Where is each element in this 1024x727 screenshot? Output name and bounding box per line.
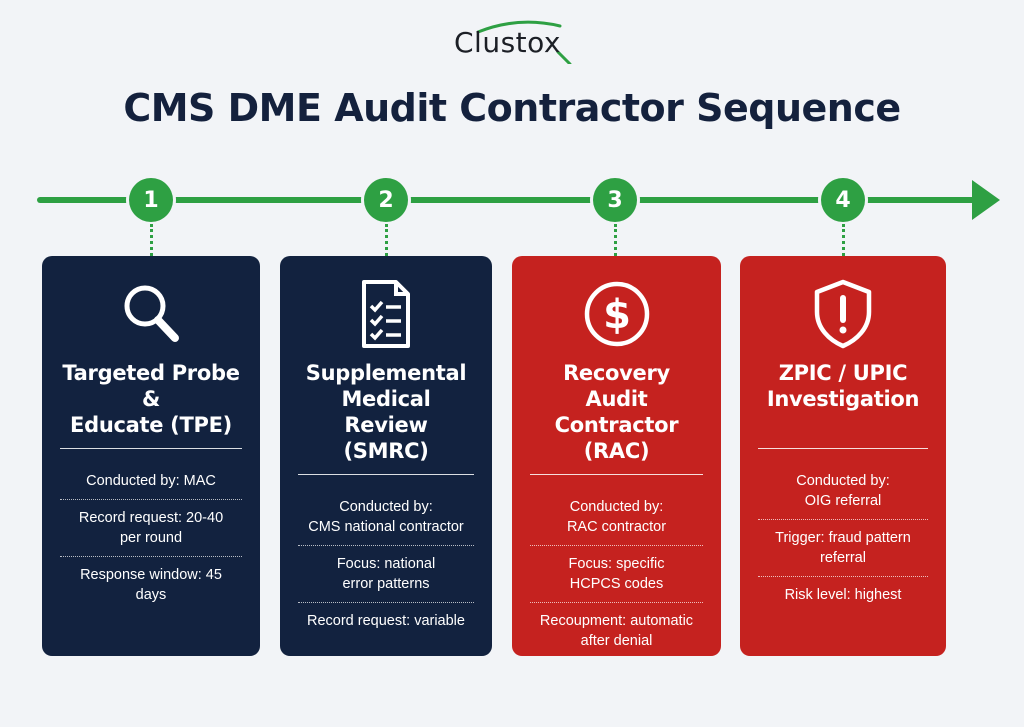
fact-item: Recoupment: automatic after denial (530, 602, 703, 659)
step-connector (614, 224, 617, 256)
step-connector (842, 224, 845, 256)
step-connector (385, 224, 388, 256)
fact-list: Conducted by: MAC Record request: 20-40 … (60, 463, 242, 613)
fact-item: Focus: national error patterns (298, 545, 474, 602)
step-card-upic: ZPIC / UPIC Investigation Conducted by: … (740, 256, 946, 656)
fact-item: Response window: 45 days (60, 556, 242, 613)
fact-item: Trigger: fraud pattern referral (758, 519, 928, 576)
logo-swoosh-icon (476, 20, 572, 64)
shield-alert-icon (814, 279, 872, 349)
divider (60, 448, 242, 449)
fact-list: Conducted by: OIG referral Trigger: frau… (758, 463, 928, 613)
step-number-4: 4 (821, 178, 865, 222)
fact-item: Conducted by: OIG referral (796, 473, 890, 509)
step-title: ZPIC / UPIC Investigation (766, 361, 920, 411)
divider (530, 474, 703, 475)
fact-list: Conducted by: RAC contractor Focus: spec… (530, 489, 703, 659)
step-card-rac: $ Recovery Audit Contractor (RAC) Conduc… (512, 256, 721, 656)
fact-item: Conducted by: CMS national contractor (308, 499, 464, 535)
fact-item: Conducted by: RAC contractor (566, 499, 667, 535)
divider (298, 474, 474, 475)
step-number-1: 1 (129, 178, 173, 222)
svg-text:$: $ (603, 292, 631, 338)
fact-item: Conducted by: MAC (86, 473, 216, 489)
step-title: Targeted Probe & Educate (TPE) (62, 361, 240, 437)
step-title: Recovery Audit Contractor (RAC) (554, 361, 679, 463)
step-connector (150, 224, 153, 256)
fact-item: Focus: specific HCPCS codes (530, 545, 703, 602)
divider (758, 448, 928, 449)
step-title: Supplemental Medical Review (SMRC) (305, 361, 467, 463)
logo-text: Clustox (454, 26, 561, 59)
step-number-2: 2 (364, 178, 408, 222)
step-number-3: 3 (593, 178, 637, 222)
step-card-tpe: Targeted Probe & Educate (TPE) Conducted… (42, 256, 260, 656)
fact-item: Record request: 20-40 per round (60, 499, 242, 556)
magnifier-icon (124, 285, 179, 342)
brand-logo: Clustox (440, 12, 600, 64)
fact-item: Record request: variable (298, 602, 474, 639)
page-title: CMS DME Audit Contractor Sequence (123, 86, 901, 130)
step-card-smrc: Supplemental Medical Review (SMRC) Condu… (280, 256, 492, 656)
dollar-coin-icon: $ (584, 281, 649, 347)
fact-item: Risk level: highest (758, 576, 928, 613)
fact-list: Conducted by: CMS national contractor Fo… (298, 489, 474, 639)
checklist-document-icon (362, 280, 410, 348)
